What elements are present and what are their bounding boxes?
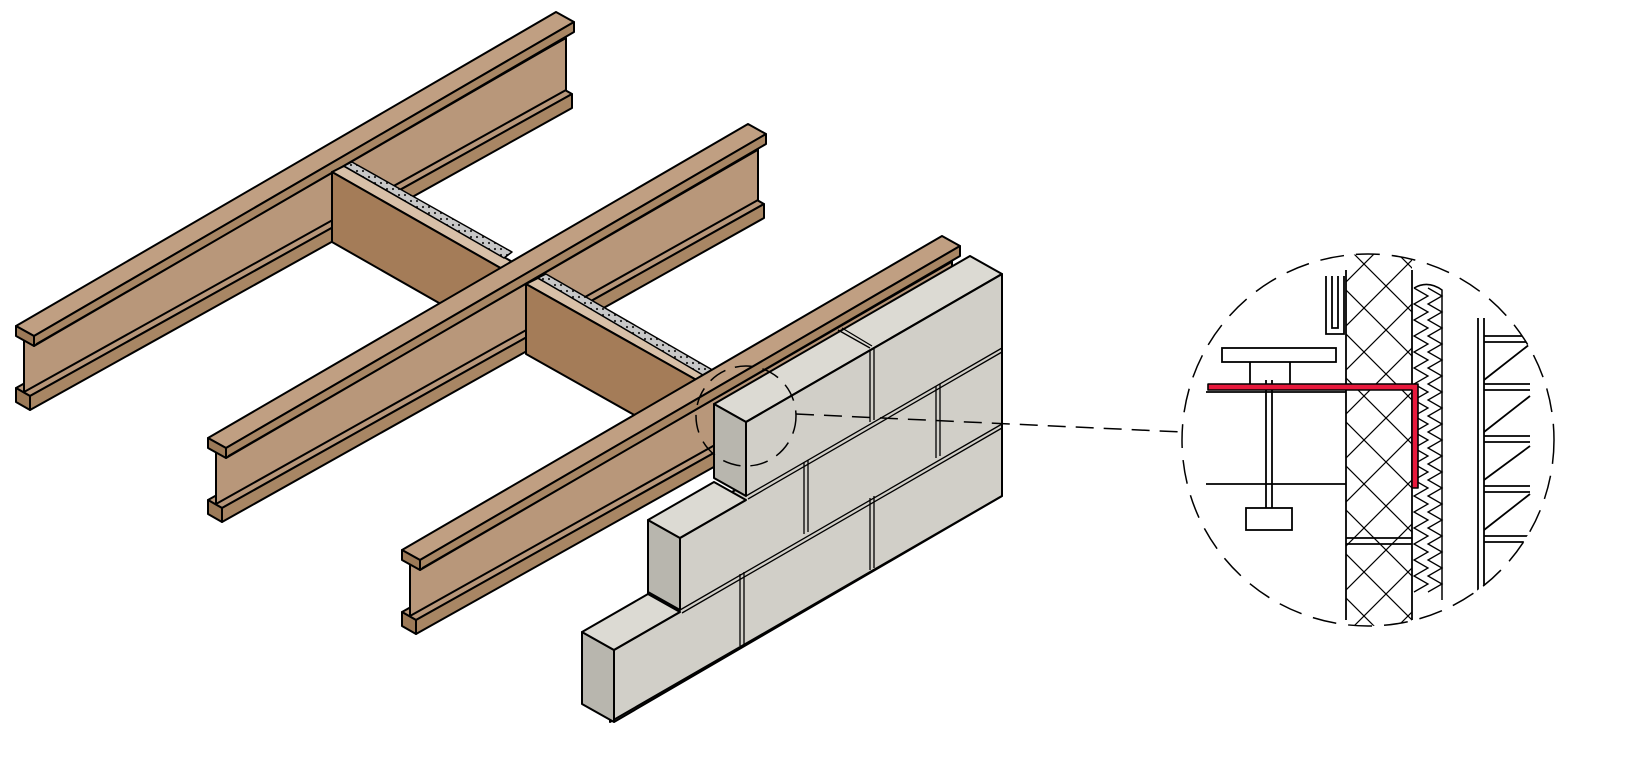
detail-callout: [695, 365, 1183, 467]
i-joist-1: [15, 11, 575, 411]
magnified-section-detail: [1181, 253, 1555, 627]
highlighted-restraint-strap: [1207, 383, 1419, 489]
i-joist-2: [207, 123, 767, 523]
block-joints: [679, 327, 1003, 646]
i-joist-3: [401, 235, 961, 635]
